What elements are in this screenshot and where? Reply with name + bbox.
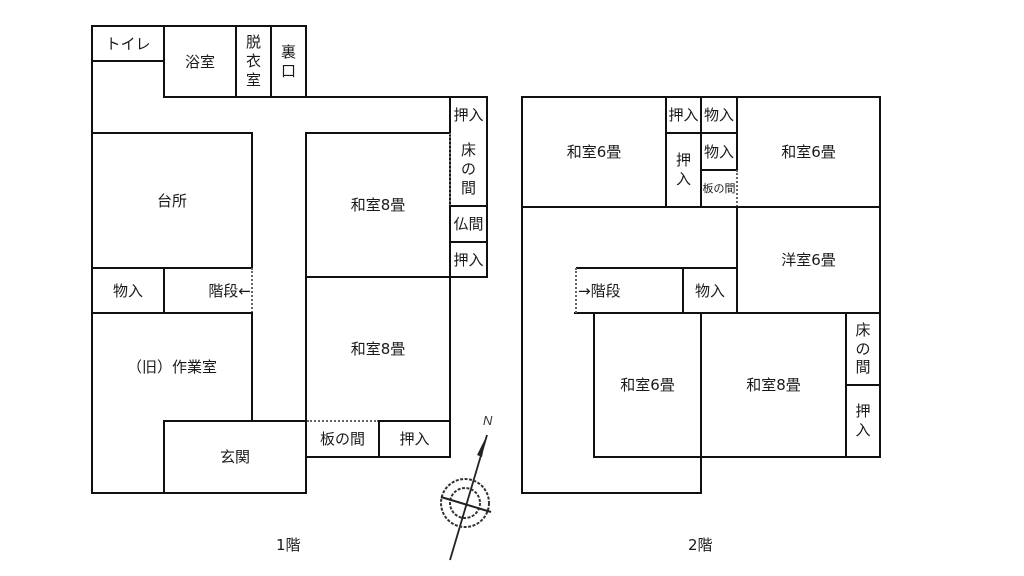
room-itanoma: 板の間 (702, 181, 736, 195)
room-tokonoma: 床 の 間 (855, 320, 871, 377)
room-washitsu-upper: 和室8畳 (350, 196, 406, 214)
room-itanoma: 板の間 (319, 430, 365, 448)
room-workroom: （旧）作業室 (126, 358, 217, 376)
north-label: N (483, 413, 493, 428)
room-entrance: 玄関 (219, 448, 250, 466)
room-back-door: 裏 口 (280, 42, 296, 80)
room-bath: 浴室 (184, 52, 215, 71)
room-dressing: 脱 衣 室 (245, 33, 261, 89)
room-closet-small: 押入 (668, 106, 699, 124)
floor1-label: 1階 (276, 536, 301, 554)
room-butsuma: 仏間 (453, 215, 484, 233)
room-closet-bottom: 押入 (399, 430, 430, 448)
room-closet-top: 押入 (453, 106, 484, 124)
room-tokonoma: 床 の 間 (460, 141, 476, 197)
room-washitsu-se: 和室8畳 (746, 376, 801, 394)
room-toilet: トイレ (105, 34, 151, 53)
north-compass-icon: N (440, 413, 493, 561)
room-washitsu-sw: 和室6畳 (620, 376, 675, 394)
room-closet-mid: 押入 (453, 250, 484, 269)
room-closet-east: 押 入 (855, 402, 871, 439)
room-washitsu-lower: 和室8畳 (350, 340, 406, 358)
room-storage-mid: 物入 (703, 142, 734, 161)
room-yoshitsu: 洋室6畳 (781, 251, 836, 269)
room-stairs: →階段 (578, 281, 621, 300)
room-storage: 物入 (112, 281, 143, 300)
room-washitsu-ne: 和室6畳 (781, 143, 836, 161)
room-washitsu-nw: 和室6畳 (566, 143, 622, 161)
room-closet-tall: 押 入 (675, 151, 691, 188)
floor2-label: 2階 (688, 536, 713, 554)
room-storage-stair: 物入 (694, 281, 725, 300)
room-stairs: 階段← (208, 281, 251, 300)
room-kitchen: 台所 (156, 191, 187, 210)
room-storage-top: 物入 (703, 106, 734, 124)
